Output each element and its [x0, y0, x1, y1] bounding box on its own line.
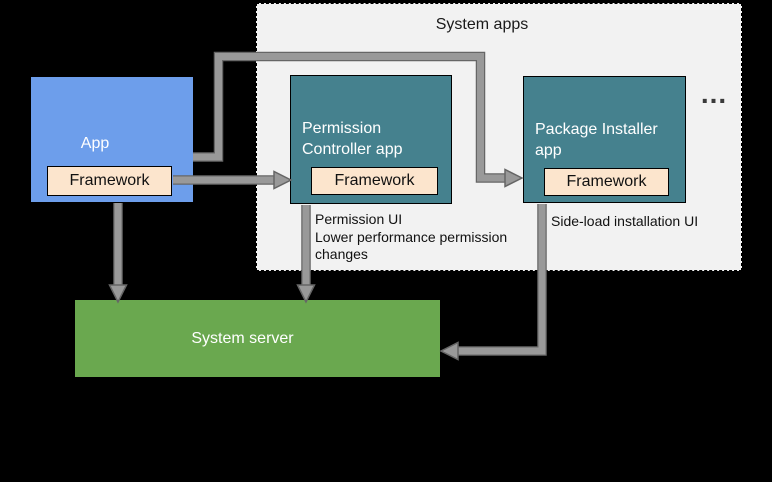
arrow-app-to-system-server — [108, 203, 128, 304]
package-installer-framework-box: Framework — [544, 168, 669, 196]
lower-performance-note-line: Lower performance permission changes — [315, 228, 508, 263]
app-label: App — [80, 135, 110, 152]
app-box: App Framework — [31, 77, 193, 202]
package-installer-framework-label: Framework — [566, 173, 647, 190]
package-installer-box: Package Installer app Framework — [523, 76, 686, 203]
more-apps-ellipsis: ... — [700, 78, 728, 109]
permission-controller-label: Permission Controller app — [302, 120, 403, 158]
system-apps-title: System apps — [435, 16, 529, 33]
package-installer-note: Side-load installation UI — [551, 213, 756, 231]
system-server-box: System server — [75, 300, 440, 377]
app-framework-box: Framework — [47, 166, 172, 196]
permission-controller-note: Permission UI Lower performance permissi… — [315, 211, 545, 264]
side-load-note-line: Side-load installation UI — [551, 213, 699, 229]
system-server-label: System server — [191, 330, 294, 347]
permission-ui-note-line: Permission UI — [315, 211, 403, 227]
permission-controller-framework-box: Framework — [311, 167, 438, 195]
arrow-pi-to-server-head — [439, 341, 459, 361]
app-framework-label: Framework — [69, 172, 150, 189]
package-installer-label: Package Installer app — [535, 121, 658, 159]
permission-controller-box: Permission Controller app Framework — [290, 75, 452, 204]
permission-controller-framework-label: Framework — [334, 172, 415, 189]
